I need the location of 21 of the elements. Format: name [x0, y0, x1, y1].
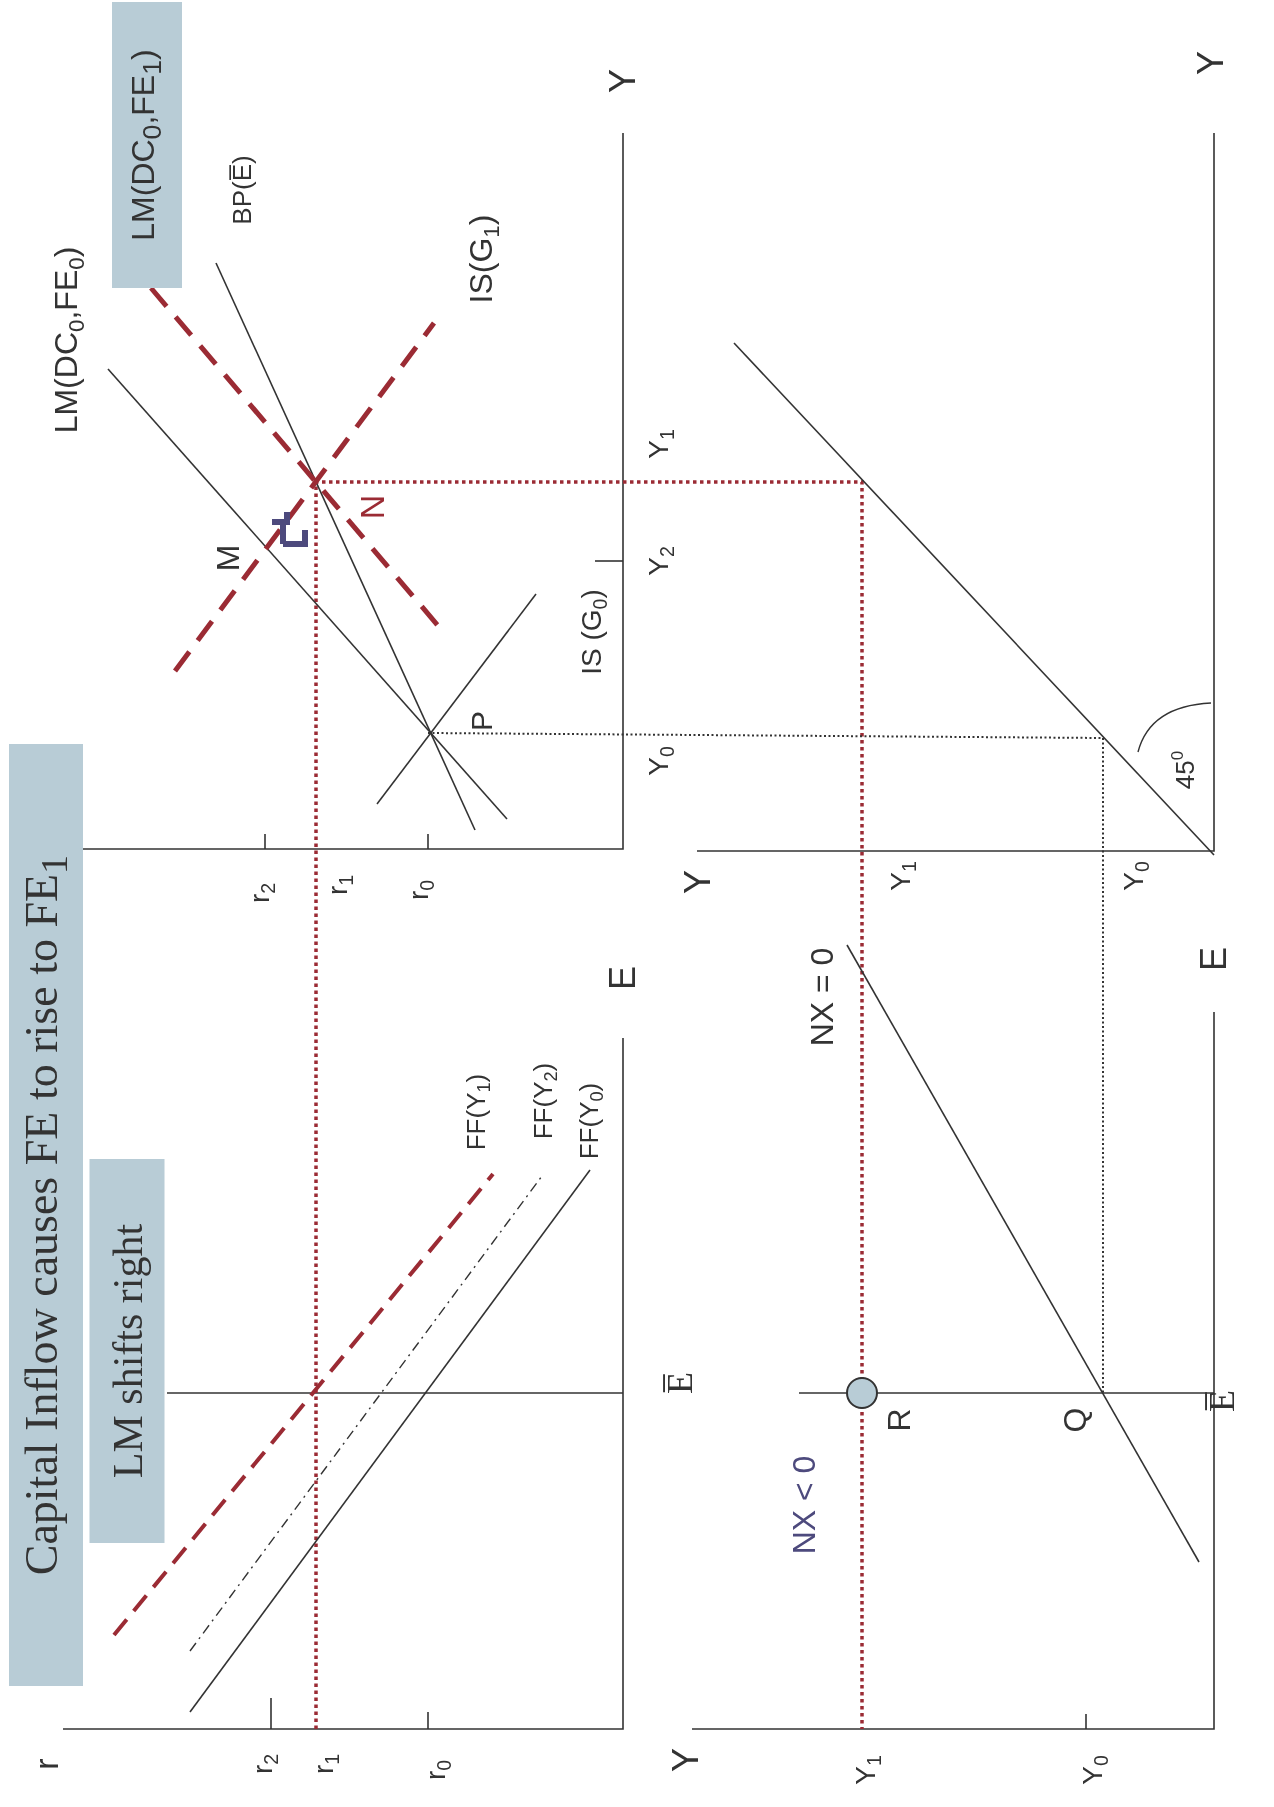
- curve-label: BP(E̅): [229, 155, 255, 225]
- axis-label: E̅: [1204, 1390, 1240, 1412]
- point-label: N: [355, 494, 389, 520]
- point-label: M: [212, 544, 244, 572]
- curve-label: NX = 0: [806, 947, 838, 1047]
- axis-label: E: [1196, 947, 1232, 971]
- note-box: [112, 2, 182, 288]
- axis-label: Y: [1193, 51, 1229, 75]
- point-marker: [846, 1377, 878, 1409]
- axis-label: E̅: [662, 1372, 698, 1394]
- note-box: [89, 1159, 165, 1543]
- axis-label: Y: [668, 1748, 704, 1772]
- point-label: R: [883, 1408, 915, 1432]
- point-label: Q: [1059, 1407, 1091, 1433]
- axis-label: Y: [680, 870, 716, 894]
- axis-label: r: [29, 1758, 63, 1770]
- region-label: NX < 0: [788, 1455, 820, 1555]
- axis-label: Y: [605, 69, 641, 93]
- axis-label: E: [605, 966, 641, 990]
- point-label: P: [467, 711, 497, 731]
- note-box: [9, 744, 83, 1686]
